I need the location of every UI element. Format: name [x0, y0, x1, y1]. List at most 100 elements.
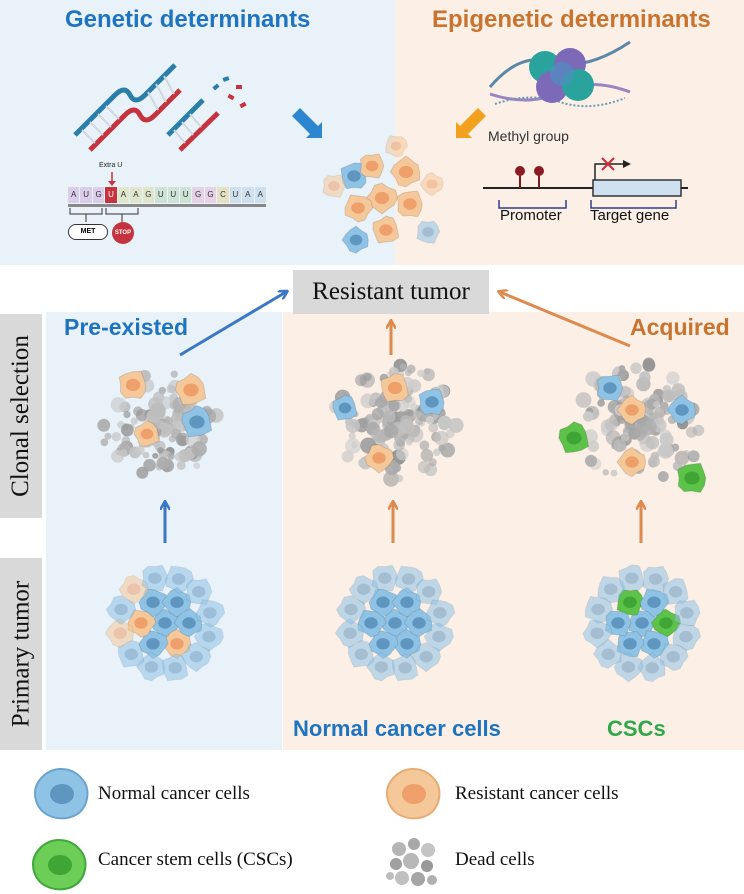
dead-cell — [167, 452, 175, 460]
dead-cell — [168, 435, 176, 443]
dead-cell — [142, 451, 150, 459]
normal-cell — [639, 630, 670, 659]
normal-cell — [365, 651, 395, 682]
legend-cscs-label: Cancer stem cells (CSCs) — [98, 849, 293, 870]
primary-tumor-text: Primary tumor — [7, 580, 35, 728]
normal-cell — [141, 564, 169, 592]
resistant-cell — [133, 419, 160, 447]
resistant-cell — [389, 155, 421, 188]
normal-cell — [185, 578, 213, 606]
normal-cell — [415, 578, 443, 606]
dead-cell — [358, 417, 370, 429]
codon-letter: G — [92, 187, 105, 203]
dead-cell — [657, 471, 669, 482]
dead-cell — [193, 462, 201, 469]
normal-cell — [391, 586, 422, 618]
normal-cell — [604, 609, 632, 637]
resistant-cell — [344, 194, 374, 223]
dead-cell — [174, 452, 184, 462]
target-gene-label: Target gene — [590, 207, 670, 224]
codon-brackets — [69, 208, 139, 222]
dead-cell — [402, 395, 416, 409]
extra-u-arrow — [108, 172, 116, 186]
dead-cell — [355, 374, 367, 387]
dead-cell — [613, 439, 627, 453]
promoter-label: Promoter — [500, 207, 562, 224]
normal-cell — [347, 639, 375, 668]
primary-tumor-cscs — [582, 564, 702, 683]
epigenetic-arrow-icon — [456, 108, 486, 138]
dead-cell — [428, 458, 437, 467]
normal-cell — [368, 588, 399, 618]
dead-cell — [345, 418, 360, 433]
normal-cell — [335, 595, 367, 626]
dead-cell — [575, 392, 592, 408]
normal-cell — [173, 607, 203, 638]
dead-cell — [104, 432, 112, 440]
dead-cell — [383, 410, 396, 423]
normal-cancer-cells-caption: Normal cancer cells — [293, 716, 501, 741]
dead-cell — [662, 389, 675, 403]
dead-cell — [383, 423, 399, 439]
resistant-cell — [364, 444, 395, 474]
dead-cell — [152, 452, 159, 459]
dead-cell — [360, 393, 376, 409]
dead-cell — [143, 458, 156, 472]
dna-mutation-icon — [73, 63, 182, 152]
normal-cell — [138, 630, 169, 660]
normal-cell — [348, 575, 380, 605]
dead-cell — [685, 426, 698, 438]
codon-letter: G — [204, 187, 217, 203]
normal-cell — [138, 588, 169, 618]
normal-cell — [334, 617, 364, 649]
dead-cell — [683, 450, 690, 457]
normal-cell — [642, 565, 670, 593]
primary-tumor-preexisted — [104, 564, 226, 682]
dead-cell — [191, 441, 207, 457]
dead-cell — [420, 449, 434, 462]
resistant-tumor-cluster — [322, 135, 444, 254]
dead-cell — [170, 370, 178, 378]
dead-cell — [175, 432, 190, 447]
resistant-cell — [118, 575, 150, 605]
normal-cell — [105, 595, 137, 626]
dead-cell — [433, 448, 441, 456]
selected-tumor-normal — [329, 358, 464, 487]
normal-cell — [149, 608, 181, 639]
dead-cell — [583, 411, 594, 422]
epigenetic-determinants-title: Epigenetic determinants — [432, 6, 711, 33]
legend-resistant-label: Resistant cancer cells — [455, 783, 619, 804]
normal-cell — [135, 651, 165, 682]
resistant-cell — [419, 171, 444, 197]
resistant-cell — [174, 372, 207, 406]
resistant-cell — [127, 609, 157, 638]
normal-cell — [193, 622, 225, 653]
dead-cell — [123, 411, 131, 419]
normal-cell — [117, 639, 145, 668]
resistant-tumor-label: Resistant tumor — [312, 278, 470, 305]
resistant-cell — [161, 628, 192, 659]
dead-cell — [438, 444, 446, 452]
methyl-group-label: Methyl group — [488, 128, 569, 144]
dead-cell — [176, 460, 186, 470]
resistant-cell — [322, 174, 346, 198]
normal-cell — [659, 643, 689, 672]
dead-cell — [395, 474, 404, 483]
dead-cell — [97, 418, 111, 432]
normal-cell — [164, 565, 195, 594]
normal-cell — [616, 630, 645, 658]
dna-break-icon — [166, 76, 247, 152]
normal-cell — [584, 595, 614, 624]
normal-cell — [418, 388, 445, 416]
dead-cell — [630, 362, 642, 374]
resistant-tumor-box: Resistant tumor — [293, 270, 489, 314]
dead-cell — [642, 358, 656, 372]
codon-letter: U — [229, 187, 242, 203]
codon-letter: A — [117, 187, 130, 203]
dead-cell — [399, 363, 407, 371]
dead-cell — [417, 460, 431, 474]
dead-cell — [639, 371, 651, 383]
normal-cell — [636, 652, 666, 683]
dead-cell — [383, 470, 399, 487]
